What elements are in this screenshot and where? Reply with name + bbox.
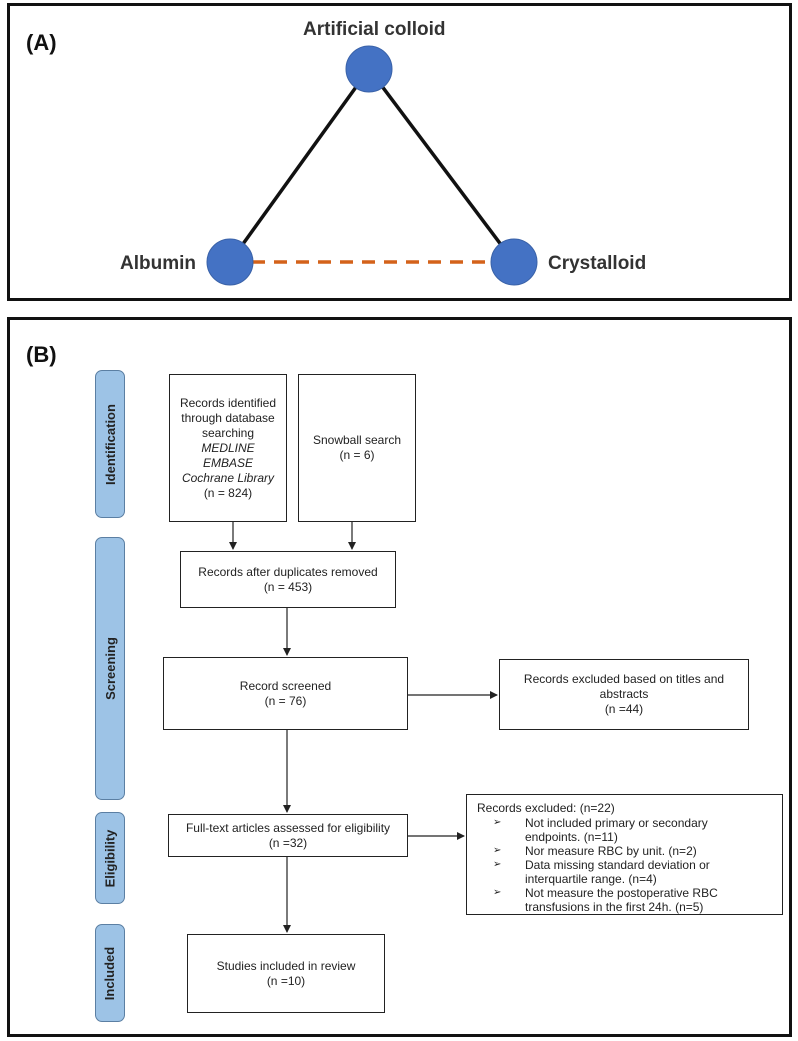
box-fulltext-assessed: Full-text articles assessed for eligibil… [168, 814, 408, 857]
label-crystalloid: Crystalloid [548, 253, 647, 274]
box-duplicates-removed: Records after duplicates removed (n = 45… [180, 551, 396, 608]
database-line7: (n = 824) [203, 485, 253, 500]
database-line2: through database [181, 410, 275, 425]
duplicates-line2: (n = 453) [263, 579, 313, 594]
edge-colloid-albumin [228, 67, 371, 264]
duplicates-line1: Records after duplicates removed [198, 564, 378, 579]
label-artificial-colloid: Artificial colloid [303, 19, 446, 40]
database-line6: Cochrane Library [181, 470, 275, 485]
node-crystalloid [490, 238, 538, 286]
arrow-bullet-icon: ➢ [493, 859, 502, 870]
database-line1: Records identified [179, 395, 277, 410]
stage-included: Included [95, 924, 125, 1022]
included-line2: (n =10) [266, 973, 306, 988]
database-line4: MEDLINE [201, 440, 255, 455]
node-albumin [206, 238, 254, 286]
box-database-search: Records identified through database sear… [169, 374, 287, 522]
stage-identification: Identification [95, 370, 125, 518]
box-excluded-fulltext: Records excluded: (n=22) ➢ Not included p… [466, 794, 783, 915]
stage-screening: Screening [95, 537, 125, 800]
excluded-reason: ➢ Nor measure RBC by unit. (n=2) [477, 844, 774, 858]
edge-colloid-crystalloid [367, 67, 516, 264]
database-line5: EMBASE [202, 455, 253, 470]
reason-line2: transfusions in the first 24h. (n=5) [525, 900, 704, 914]
fulltext-line1: Full-text articles assessed for eligibil… [185, 820, 391, 835]
excluded-titles-line2: (n =44) [604, 702, 644, 716]
excluded-titles-line1: Records excluded based on titles and abs… [523, 672, 725, 701]
arrow-bullet-icon: ➢ [493, 817, 502, 828]
panel-b-label: (B) [26, 342, 57, 367]
arrow-bullet-icon: ➢ [493, 887, 502, 898]
database-line3: searching [201, 425, 255, 440]
node-artificial-colloid [345, 45, 393, 93]
panel-a-label: (A) [26, 30, 57, 55]
label-albumin: Albumin [120, 253, 196, 274]
reason-line1: Data missing standard deviation or [525, 858, 710, 872]
screened-line1: Record screened [239, 678, 332, 693]
box-snowball-search: Snowball search (n = 6) [298, 374, 416, 522]
reason-line2: interquartile range. (n=4) [525, 872, 657, 886]
snowball-line1: Snowball search [312, 433, 402, 447]
reason-line2: endpoints. (n=11) [525, 830, 618, 844]
reason-line1: Nor measure RBC by unit. (n=2) [525, 844, 697, 858]
included-line1: Studies included in review [216, 958, 356, 973]
box-studies-included: Studies included in review (n =10) [187, 934, 385, 1013]
fulltext-line2: (n =32) [268, 835, 308, 850]
excluded-full-head: Records excluded: (n=22) [477, 801, 615, 815]
screened-line2: (n = 76) [264, 693, 307, 708]
reason-line1: Not included primary or secondary [525, 816, 708, 830]
arrow-bullet-icon: ➢ [493, 845, 502, 856]
panel-b [7, 317, 792, 1037]
box-record-screened: Record screened (n = 76) [163, 657, 408, 730]
reason-line1: Not measure the postoperative RBC [525, 886, 718, 900]
snowball-line2: (n = 6) [339, 448, 375, 462]
box-excluded-titles: Records excluded based on titles and abs… [499, 659, 749, 730]
stage-eligibility: Eligibility [95, 812, 125, 904]
panel-a [7, 3, 792, 301]
